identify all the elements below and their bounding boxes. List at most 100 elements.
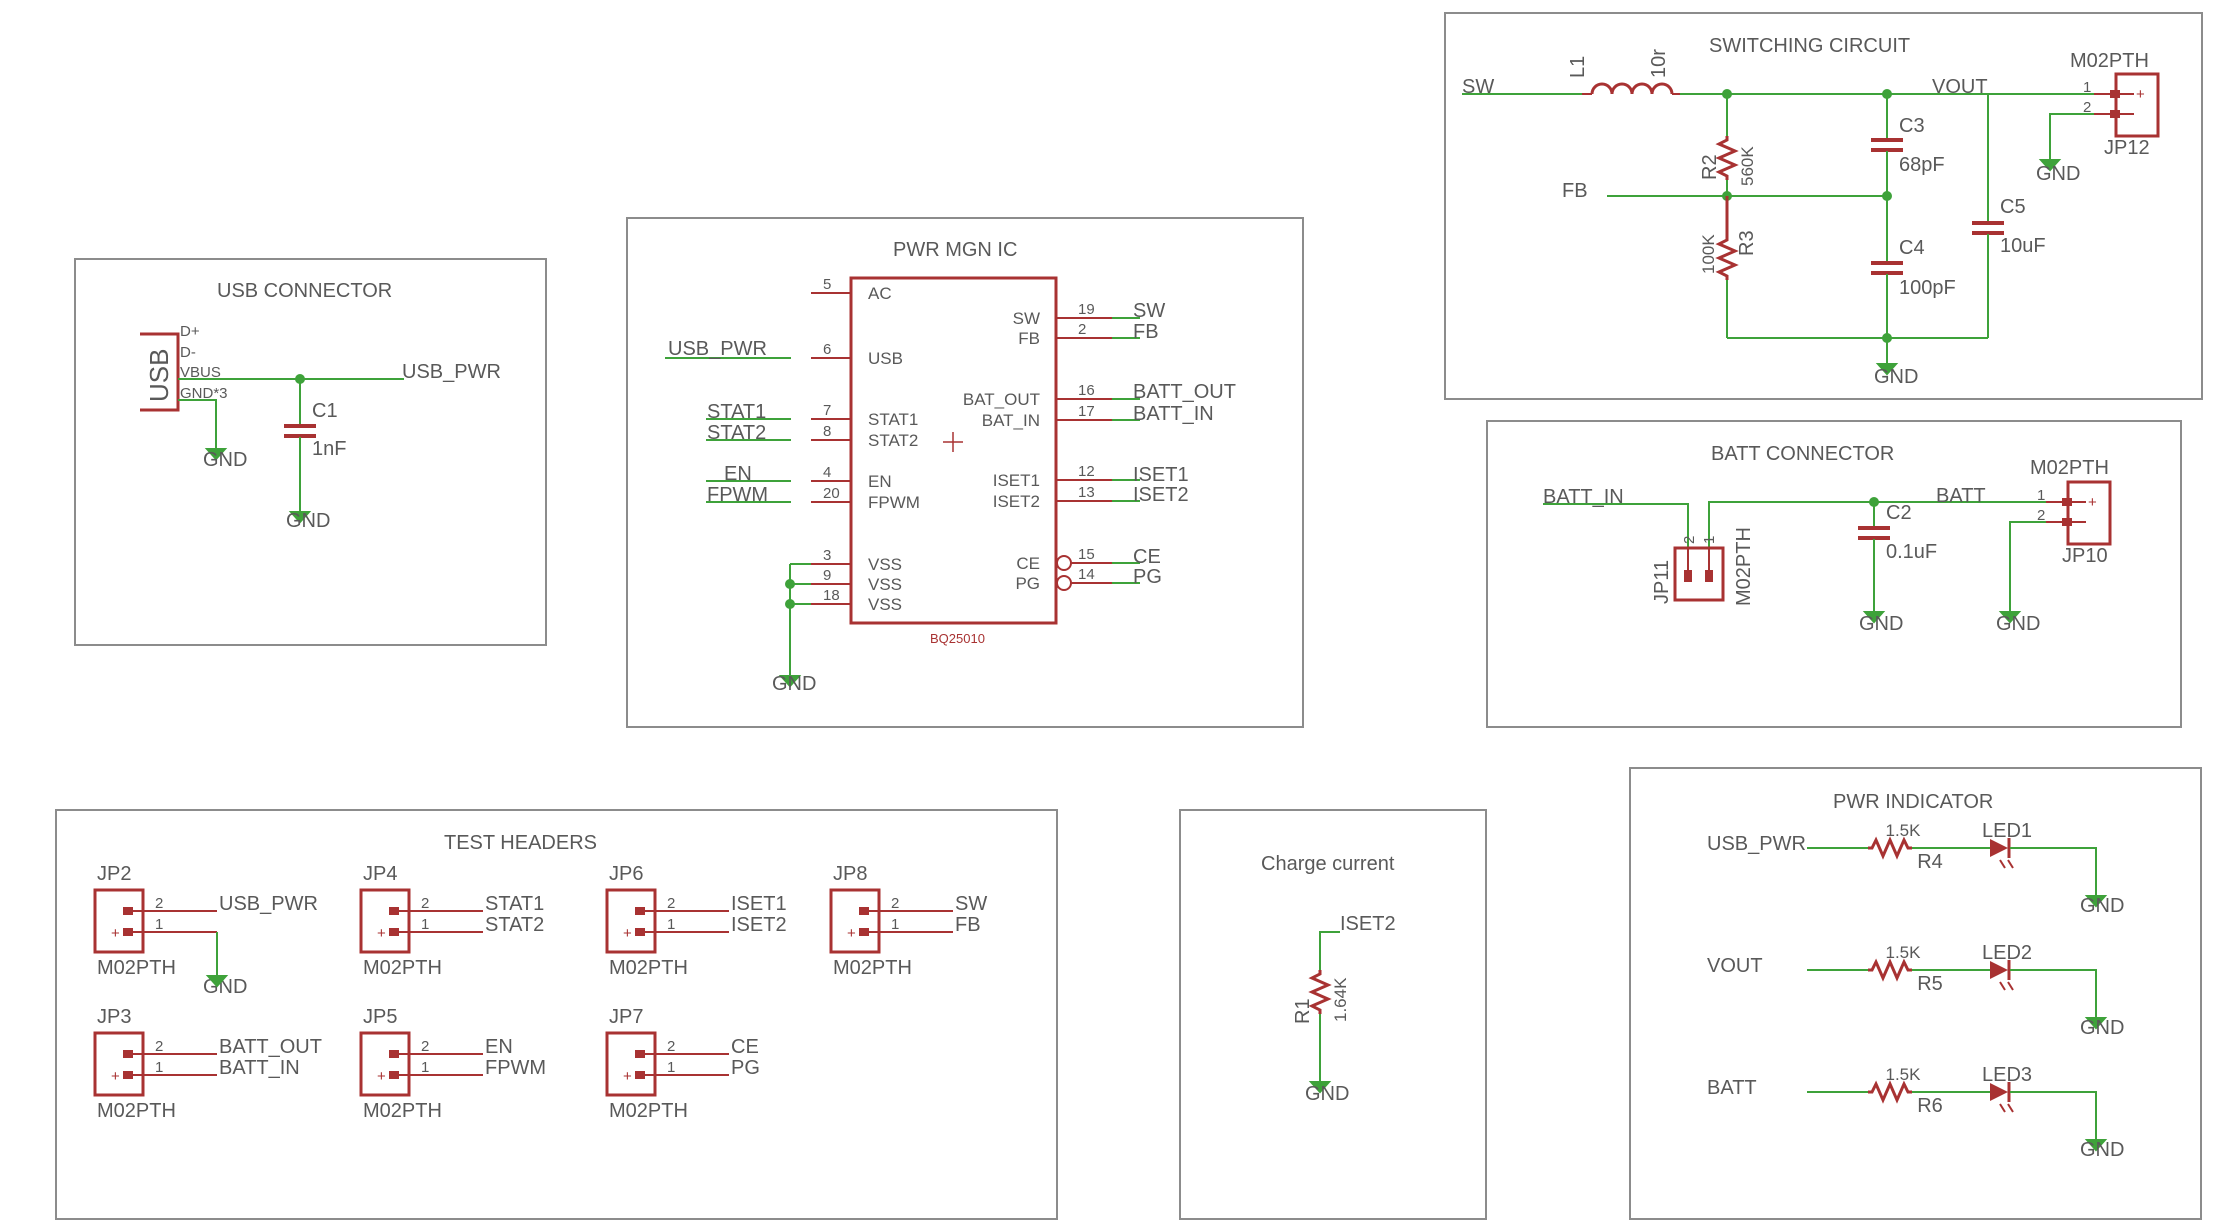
- jp11-pin1-num: 1: [1701, 536, 1718, 544]
- header-pin1-num: 1: [421, 1059, 429, 1076]
- r3-value: 100K: [1699, 234, 1718, 274]
- ic-pin-18-name: VSS: [868, 595, 902, 614]
- c3-value: 68pF: [1899, 154, 1945, 176]
- c4-name: C4: [1899, 237, 1925, 259]
- batt-wire: [1708, 501, 2046, 548]
- header-net-pin1: FPWM: [485, 1057, 546, 1079]
- iset2-net-label: ISET2: [1340, 913, 1396, 935]
- jp12-plus: +: [2136, 86, 2145, 103]
- r2-value: 560K: [1738, 146, 1757, 186]
- header-pin2-pad: [389, 1050, 399, 1058]
- ic-batt-in-label: BATT_IN: [1133, 403, 1214, 425]
- l1-value: 10r: [1648, 49, 1670, 78]
- header-net-pin1: PG: [731, 1057, 760, 1079]
- ic-pin-4-name: EN: [868, 472, 892, 491]
- jp12-pin1-num: 1: [2083, 79, 2091, 96]
- ic-pin-12-name: ISET1: [993, 471, 1040, 490]
- ic-pin-20-name: FPWM: [868, 493, 920, 512]
- header-part: M02PTH: [363, 957, 442, 979]
- header-pin2-num: 2: [421, 895, 429, 912]
- r3-name: R3: [1736, 230, 1758, 256]
- jp10-gnd-wire: [2009, 521, 2046, 600]
- ic-stat2-label: STAT2: [707, 422, 766, 444]
- header-part: M02PTH: [97, 957, 176, 979]
- header-net-pin2: BATT_OUT: [219, 1036, 322, 1058]
- header-pin1-pad: [859, 928, 869, 936]
- header-plus: +: [623, 925, 632, 942]
- section-title-test: TEST HEADERS: [444, 832, 597, 854]
- ic-pin-16-name: BAT_OUT: [963, 390, 1040, 409]
- header-net-pin2: SW: [955, 893, 987, 915]
- ic-stat1-label: STAT1: [707, 401, 766, 423]
- header-name: JP3: [97, 1006, 131, 1028]
- header-pin1-pad: [635, 928, 645, 936]
- header-net-pin1: BATT_IN: [219, 1057, 300, 1079]
- indicator-resistor: [1868, 958, 1912, 982]
- header-part: M02PTH: [833, 957, 912, 979]
- test-headers: +21JP2M02PTHUSB_PWRGND+21JP4M02PTHSTAT1S…: [93, 863, 987, 1122]
- jp11-pin2-num: 2: [1681, 536, 1698, 544]
- header-net-pin2: CE: [731, 1036, 759, 1058]
- jp11-part: M02PTH: [1733, 527, 1755, 606]
- indicator-gnd-label: GND: [2080, 1139, 2124, 1161]
- indicator-led-triangle: [1990, 1083, 2008, 1101]
- header-pin1-pad: [635, 1071, 645, 1079]
- header-pin2-num: 2: [155, 1038, 163, 1055]
- header-pin1-num: 1: [155, 1059, 163, 1076]
- c5-name: C5: [2000, 196, 2026, 218]
- header-pin2-pad: [859, 907, 869, 915]
- c4-value: 100pF: [1899, 277, 1956, 299]
- header-body: [359, 888, 411, 954]
- charge-current-frame: [1179, 809, 1487, 1220]
- header-plus: +: [111, 1068, 120, 1085]
- header-name: JP6: [609, 863, 643, 885]
- ic-part-number: BQ25010: [930, 631, 985, 646]
- l1-coil: [1590, 82, 1674, 95]
- usb-pwr-net-label: USB_PWR: [402, 361, 501, 383]
- ic-pin-8-number: 8: [823, 423, 831, 440]
- indicator-led-arrows: [1999, 1103, 2014, 1113]
- header-part: M02PTH: [609, 957, 688, 979]
- ic-pin-17-number: 17: [1078, 403, 1095, 420]
- c2-gnd-label: GND: [1859, 613, 1903, 635]
- ic-sw-label: SW: [1133, 300, 1165, 322]
- header-pin1-num: 1: [667, 1059, 675, 1076]
- header-net-pin2: USB_PWR: [219, 893, 318, 915]
- indicator-resistor: [1868, 836, 1912, 860]
- r1-value: 1.64K: [1331, 977, 1350, 1022]
- c2-value: 0.1uF: [1886, 541, 1937, 563]
- vout-net-label: VOUT: [1932, 76, 1988, 98]
- ic-pin-19-name: SW: [1013, 309, 1040, 328]
- test-headers-frame: [55, 809, 1058, 1220]
- header-body: [829, 888, 881, 954]
- ic-pin-2-name: FB: [1018, 329, 1040, 348]
- indicator-led-triangle: [1990, 839, 2008, 857]
- header-plus: +: [847, 925, 856, 942]
- header-pin1-num: 1: [155, 916, 163, 933]
- section-title-batt: BATT CONNECTOR: [1711, 443, 1894, 465]
- c1-value: 1nF: [312, 438, 346, 460]
- indicator-led-name: LED1: [1982, 820, 2032, 842]
- header-name: JP2: [97, 863, 131, 885]
- jp12-body: [2114, 72, 2160, 138]
- indicator-resistor: [1868, 1080, 1912, 1104]
- indicator-net-label: BATT: [1707, 1077, 1757, 1099]
- header-pin1-num: 1: [891, 916, 899, 933]
- indicator-r-name: R4: [1917, 851, 1943, 873]
- header-pin1-pad: [389, 1071, 399, 1079]
- header-body: [605, 1031, 657, 1097]
- jp11-body: [1673, 546, 1725, 602]
- ic-pin-16-number: 16: [1078, 382, 1095, 399]
- ic-pin-20-number: 20: [823, 485, 840, 502]
- ic-pin-4-number: 4: [823, 464, 831, 481]
- indicator-led-name: LED3: [1982, 1064, 2032, 1086]
- indicator-net-label: USB_PWR: [1707, 833, 1806, 855]
- ic-fb-label: FB: [1133, 321, 1159, 343]
